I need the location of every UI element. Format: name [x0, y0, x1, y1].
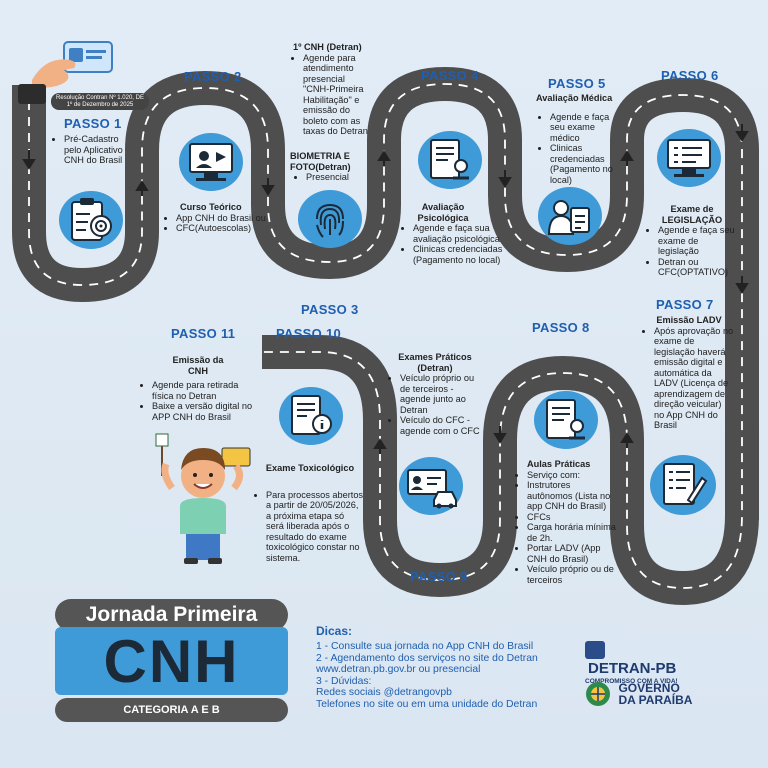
boy-holding-license-icon: [155, 433, 251, 564]
step6-item: Agende e faça seu exame de legislação: [658, 225, 736, 257]
passo-1-label: PASSO 1: [64, 116, 122, 131]
passo-8-label: PASSO 8: [532, 320, 590, 335]
dicas-line: 3 - Dúvidas:: [316, 675, 372, 687]
dicas-line: 2 - Agendamento dos serviços no site do …: [316, 652, 538, 676]
step3-heading-bottom: BIOMETRIA E FOTO(Detran): [290, 151, 351, 172]
passo-7-label: PASSO 7: [656, 297, 714, 312]
step2-text: Curso Teórico App CNH do Brasil ou CFC(A…: [166, 202, 266, 234]
dicas-title: Dicas:: [316, 624, 353, 638]
step3-item: Presencial: [306, 172, 364, 183]
dicas-line: 1 - Consulte sua jornada no App CNH do B…: [316, 641, 534, 652]
road-arrows: [22, 124, 749, 454]
gov-line2: DA PARAÍBA: [618, 693, 693, 707]
id-card-car-icon: [399, 457, 463, 515]
gov-line1: GOVERNO: [618, 681, 680, 695]
target-clipboard-icon: [59, 191, 123, 249]
step6-heading: Exame de LEGISLAÇÃO: [661, 204, 723, 225]
step9-item: Veículo do CFC - agende com o CFC: [400, 415, 480, 436]
step3-item: Agende para atendimento presencial "CNH-…: [303, 53, 373, 137]
detran-emblem-icon: [585, 641, 605, 659]
step8-item: Instrutores autônomos (Lista no app CNH …: [527, 480, 617, 512]
step10-item: Para processos abertos a partir de 20/05…: [266, 490, 364, 564]
passo-4-label: PASSO 4: [421, 68, 479, 83]
passo-10-label: PASSO 10: [276, 326, 342, 341]
step4-item: Clinicas credenciadas (Pagamento no loca…: [413, 244, 503, 265]
step10-heading: Exame Toxicológico: [265, 463, 355, 473]
doctor-icon: [538, 187, 602, 245]
step2-item: App CNH do Brasil ou: [176, 213, 266, 224]
step1-item: Pré-Cadastro pelo Aplicativo CNH do Bras…: [64, 134, 134, 166]
step3-heading-top: 1º CNH (Detran): [293, 42, 362, 52]
passo-2-label: PASSO 2: [184, 69, 242, 84]
step7-item: Após aprovação no exame de legislação ha…: [654, 326, 734, 431]
step5-item: Agende e faça seu exame médico: [550, 112, 624, 144]
step7-heading: Emissão LADV: [656, 315, 722, 325]
passo-11-label: PASSO 11: [171, 326, 236, 341]
step6-item: Detran ou CFC(OPTATIVO): [658, 257, 736, 278]
detran-logo-name: DETRAN-PB: [588, 659, 677, 677]
step8-item: Carga horária mínima de 2h.: [527, 522, 617, 543]
step8-item: Portar LADV (App CNH do Brasil): [527, 543, 617, 564]
step1-text: Pré-Cadastro pelo Aplicativo CNH do Bras…: [54, 134, 134, 166]
step8-item: Veículo próprio ou de terceiros: [527, 564, 617, 585]
step8-item: Serviço com:: [527, 470, 617, 481]
step2-heading: Curso Teórico: [180, 202, 242, 212]
step11-item: Baixe a versão digital no APP CNH do Bra…: [152, 401, 254, 422]
detran-slogan: COMPROMISSO COM A VIDA!: [585, 678, 678, 686]
step6-text: Exame de LEGISLAÇÃO Agende e faça seu ex…: [648, 204, 736, 278]
step9-item: Veículo próprio ou de terceiros - agende…: [400, 373, 480, 415]
step8-heading: Aulas Práticas: [527, 459, 591, 469]
state-seal-icon: [586, 682, 610, 706]
step5-text: Avaliação Médica Agende e faça seu exame…: [534, 93, 624, 185]
step3-top-text: 1º CNH (Detran) Agende para atendimento …: [283, 42, 373, 137]
step4-text: Avaliação Psicológica Agende e faça sua …: [403, 202, 503, 265]
detran-logo: DETRAN-PB COMPROMISSO COM A VIDA!: [585, 641, 685, 685]
fingerprint-icon: [298, 190, 362, 248]
step2-item: CFC(Autoescolas): [176, 223, 266, 234]
passo-5-label: PASSO 5: [548, 76, 606, 91]
step8-text: Aulas Práticas Serviço com: Instrutores …: [517, 459, 617, 585]
computer-video-icon: [179, 133, 243, 191]
step11-item: Agende para retirada física no Detran: [152, 380, 254, 401]
step7-text: Emissão LADV Após aprovação no exame de …: [644, 315, 734, 431]
step10-text: Exame Toxicológico Para processos aberto…: [256, 463, 364, 563]
lesson-certificate-icon: [534, 391, 598, 449]
step8-item: CFCs: [527, 512, 617, 523]
toxicology-document-icon: [279, 387, 343, 445]
dicas-line: Redes sociais @detrangovpb: [316, 687, 452, 699]
title-line2: CNH: [55, 627, 288, 695]
signed-document-icon: [650, 455, 716, 515]
dicas-line: Telefones no site ou em uma unidade do D…: [316, 698, 538, 710]
step11-heading: Emissão da CNH: [172, 355, 224, 376]
step9-text: Exames Práticos (Detran) Veículo próprio…: [390, 352, 480, 436]
passo-9-label: PASSO 9: [410, 569, 468, 584]
step9-heading: Exames Práticos (Detran): [398, 352, 472, 373]
step3-bottom-text: BIOMETRIA E FOTO(Detran) Presencial: [290, 151, 364, 183]
step4-heading: Avaliação Psicológica: [417, 202, 469, 223]
resolution-note: Resolução Contran Nº 1.020, DE 1º de Dez…: [51, 93, 149, 110]
hand-holding-card-icon: [18, 41, 113, 104]
psychological-report-icon: [418, 131, 482, 189]
step5-item: Clinicas credenciadas (Pagamento no loca…: [550, 143, 624, 185]
computer-checklist-icon: [657, 129, 721, 187]
step4-item: Agende e faça sua avaliação psicológica: [413, 223, 503, 244]
passo-6-label: PASSO 6: [661, 68, 719, 83]
title-line3: CATEGORIA A E B: [55, 698, 288, 722]
step5-heading: Avaliação Médica: [536, 93, 613, 103]
dicas-list: 1 - Consulte sua jornada no App CNH do B…: [316, 641, 544, 711]
title-line1: Jornada Primeira: [55, 599, 288, 631]
step11-text: Emissão da CNH Agende para retirada físi…: [142, 355, 254, 422]
passo-3-label: PASSO 3: [301, 302, 359, 317]
